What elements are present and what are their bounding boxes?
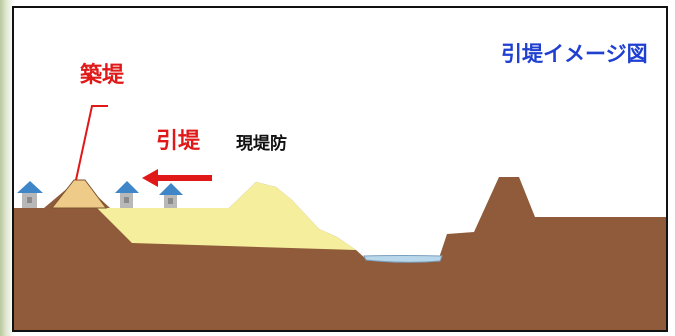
arrow-left-icon [142,169,212,187]
ground [14,177,666,330]
new-levee-label: 築堤 [80,63,125,88]
house-icon [159,183,183,208]
house-icon [17,181,43,208]
diagram-panel: 引堤イメージ図 築堤 引堤 現堤防 [12,6,668,332]
levee-setback-label: 引堤 [156,129,201,154]
river-water [363,255,443,263]
existing-levee-label: 現堤防 [236,134,287,154]
fill-earth [97,182,356,250]
levee-cross-section [14,105,666,330]
new-levee [50,179,107,209]
diagram-title: 引堤イメージ図 [501,42,648,66]
leader-line [75,105,108,181]
house-icon [115,181,139,208]
